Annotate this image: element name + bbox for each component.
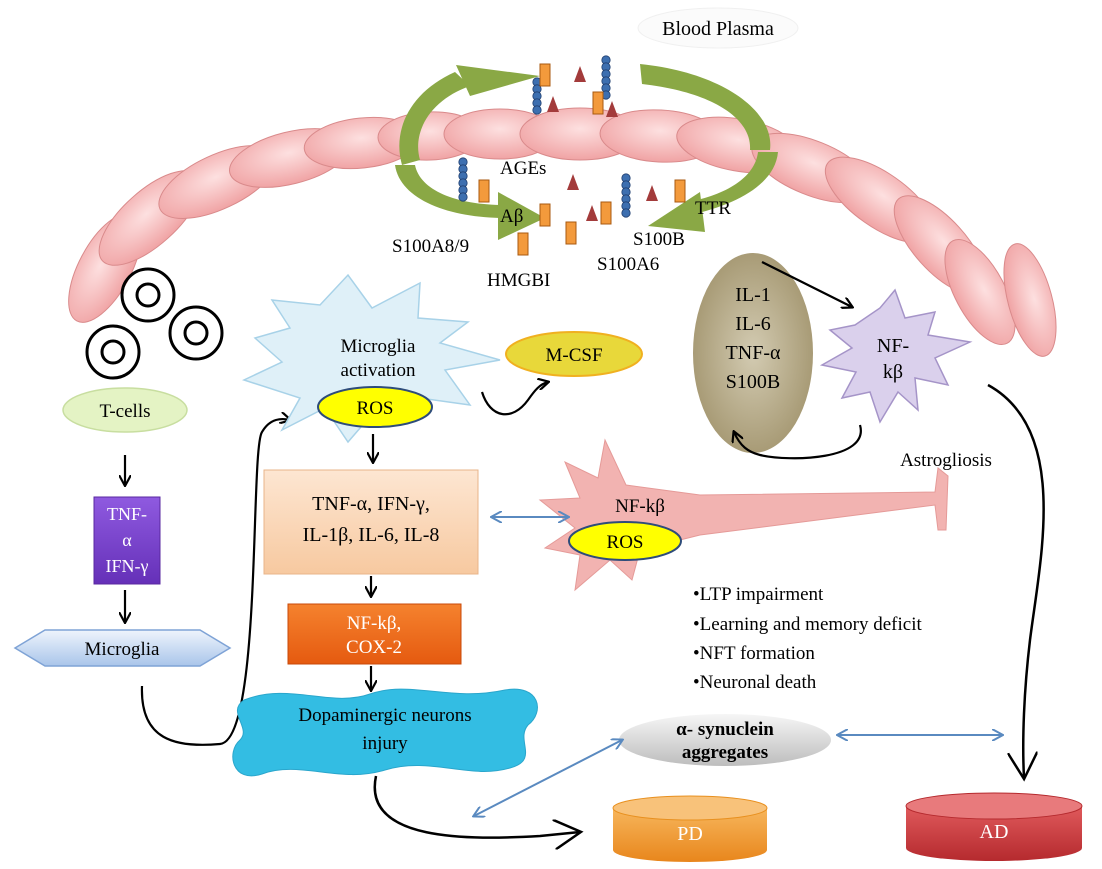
molecule-icons	[458, 55, 686, 256]
green-arrow-bottom-right-head	[648, 192, 705, 232]
arrow-dopaminergic-to-pd	[373, 775, 580, 838]
nfkb-star-node	[819, 288, 973, 424]
effect-nft: •NFT formation	[693, 643, 815, 664]
arrow-nfkb-to-ad	[987, 383, 1045, 778]
cytokines-line2: IL-1β, IL-6, IL-8	[303, 524, 440, 546]
s100b-label: S100B	[633, 229, 685, 250]
microglia-activation-line2: activation	[341, 360, 416, 381]
il-oval-line3: TNF-α	[726, 342, 781, 364]
bar-molecule-icon	[517, 232, 529, 256]
tnf-ifn-box	[93, 496, 161, 585]
bar-molecule-icon	[674, 179, 686, 203]
bar-molecule-icon	[592, 91, 604, 115]
s100a89-label: S100A8/9	[392, 236, 469, 257]
triangle-molecule-icon	[606, 101, 618, 117]
s100a6-label: S100A6	[597, 254, 659, 275]
bar-molecule-icon	[600, 201, 612, 225]
bead-chain-icon	[458, 192, 468, 202]
ad-node: AD	[905, 792, 1083, 861]
dopaminergic-line2: injury	[362, 733, 408, 754]
dopaminergic-line1: Dopaminergic neurons	[298, 705, 471, 726]
t-cell-ring-icon	[100, 339, 126, 365]
astrogliosis-label: Astrogliosis	[900, 450, 992, 471]
astro-ros-node	[568, 521, 682, 561]
mcsf-node	[505, 331, 643, 377]
t-cell-ring-icon	[85, 324, 141, 380]
pd-node: PD	[612, 795, 768, 862]
triangle-molecule-icon	[574, 66, 586, 82]
synuclein-node	[619, 714, 831, 766]
arrow-microglia-to-activation	[140, 419, 290, 746]
pd-label: PD	[677, 823, 703, 845]
bead-chain-icon	[532, 105, 542, 115]
triangle-molecule-icon	[646, 185, 658, 201]
cytokines-box	[263, 469, 479, 575]
tnf-ifn-line3: IFN-γ	[106, 556, 149, 576]
endothelial-cell	[1003, 243, 1057, 357]
endothelial-cell	[944, 238, 1016, 346]
il-cytokines-oval	[693, 253, 813, 453]
ros-label: ROS	[357, 398, 394, 419]
effect-learning: •Learning and memory deficit	[693, 614, 922, 635]
t-cell-ring-icon	[168, 305, 224, 361]
t-cell-ring-icon	[120, 267, 176, 323]
endothelial-cell-layer	[68, 107, 1057, 357]
green-arrow-bottom-left-head	[498, 192, 545, 240]
blood-plasma-label: Blood Plasma	[662, 18, 774, 40]
green-arrow-top-left	[399, 72, 470, 165]
green-transport-arrows	[395, 64, 778, 240]
nfkb-star-line2: kβ	[883, 361, 903, 383]
green-arrow-bottom-left	[395, 165, 505, 218]
bar-molecule-icon	[478, 179, 490, 203]
bar-molecule-icon	[539, 203, 551, 227]
abeta-label: Aβ	[500, 206, 523, 227]
synuclein-line2: aggregates	[682, 742, 768, 763]
nfkb-star-line1: NF-	[877, 335, 909, 357]
ages-label: AGEs	[500, 158, 546, 179]
il-oval-line4: S100B	[726, 371, 780, 393]
arrow-nfkb-to-il	[734, 424, 862, 460]
arrow-synuclein-pd	[474, 740, 622, 816]
nfkb-cox2-box	[287, 603, 462, 665]
green-arrow-bottom-right	[688, 152, 778, 215]
nfkb-cox2-line2: COX-2	[346, 637, 402, 658]
t-cells-label: T-cells	[99, 401, 150, 422]
t-cell-ring-icon	[135, 282, 161, 308]
ros-node	[317, 386, 433, 428]
effect-ltp: •LTP impairment	[693, 584, 824, 605]
astrocyte-shape	[538, 438, 949, 592]
mcsf-label: M-CSF	[545, 345, 602, 366]
microglia-label: Microglia	[85, 639, 160, 660]
triangle-molecule-icon	[567, 174, 579, 190]
bead-chain-icon	[621, 208, 631, 218]
cytokines-line1: TNF-α, IFN-γ,	[312, 493, 430, 515]
triangle-molecule-icon	[547, 96, 559, 112]
t-cell-rings	[85, 267, 224, 380]
t-cells-node	[62, 387, 188, 433]
il-oval-line2: IL-6	[735, 313, 771, 335]
microglia-activation-line1: Microglia	[341, 336, 416, 357]
synuclein-line1: α- synuclein	[676, 719, 774, 740]
nfkb-cox2-line1: NF-kβ,	[347, 613, 402, 634]
triangle-molecule-icon	[586, 205, 598, 221]
arrow-receptors-to-nfkb	[761, 261, 852, 307]
blood-plasma-bubble	[637, 7, 799, 49]
astro-nfkb-label: NF-kβ	[615, 496, 665, 517]
green-arrow-top-left-head	[456, 65, 540, 96]
green-arrow-top-right	[640, 64, 771, 150]
ttr-label: TTR	[695, 198, 731, 219]
bar-molecule-icon	[539, 63, 551, 87]
t-cell-ring-icon	[183, 320, 209, 346]
il-oval-line1: IL-1	[735, 284, 771, 306]
arrow-activation-to-mcsf	[480, 382, 548, 416]
ad-label: AD	[980, 821, 1009, 843]
astro-ros-label: ROS	[607, 532, 644, 553]
effect-neuronal-death: •Neuronal death	[693, 672, 817, 693]
microglia-node	[13, 629, 232, 667]
tnf-ifn-line1: TNF-	[107, 504, 147, 524]
hmgb1-label: HMGBI	[487, 270, 550, 291]
tnf-ifn-line2: α	[122, 530, 132, 550]
bar-molecule-icon	[565, 221, 577, 245]
